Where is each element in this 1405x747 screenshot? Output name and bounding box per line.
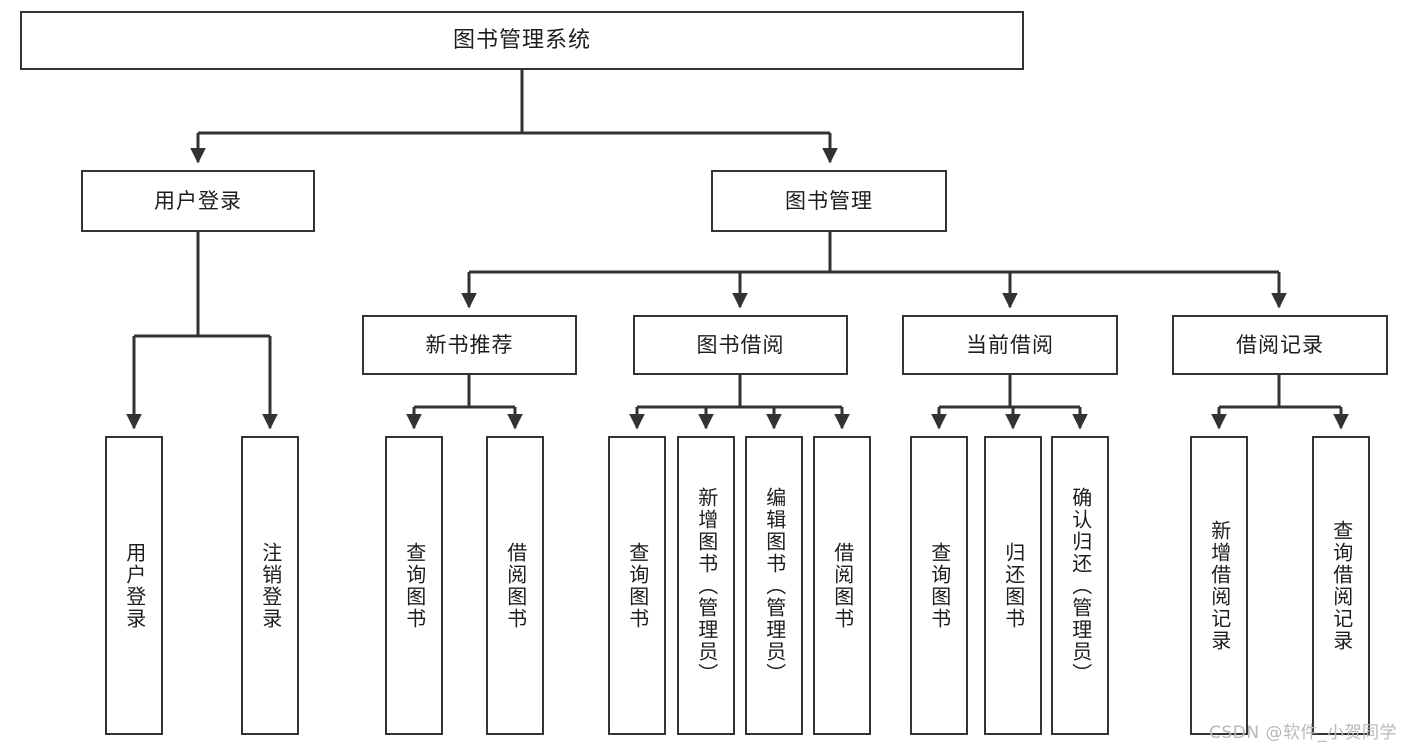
node-current-borrow[interactable]: 当前借阅 (902, 315, 1118, 375)
node-leaf-label: 查询借阅记录 (1329, 519, 1354, 652)
node-leaf-label: 新增借阅记录 (1207, 519, 1232, 652)
node-leaf-query-book-current[interactable]: 查询图书 (910, 436, 968, 735)
node-root-label: 图书管理系统 (452, 27, 591, 53)
node-leaf-label: 查询图书 (625, 541, 650, 630)
node-user-login[interactable]: 用户登录 (81, 170, 315, 232)
node-book-borrow[interactable]: 图书借阅 (633, 315, 848, 375)
node-book-management[interactable]: 图书管理 (711, 170, 947, 232)
node-leaf-add-borrow-record[interactable]: 新增借阅记录 (1190, 436, 1248, 735)
node-leaf-label: 借阅图书 (503, 541, 528, 630)
node-leaf-borrow-book[interactable]: 借阅图书 (813, 436, 871, 735)
node-leaf-label: 查询图书 (402, 541, 427, 630)
node-leaf-label: 新增图书（管理员） (694, 486, 719, 685)
node-leaf-query-book-borrow[interactable]: 查询图书 (608, 436, 666, 735)
node-leaf-label: 注销登录 (258, 541, 283, 630)
node-leaf-label: 查询图书 (927, 541, 952, 630)
node-borrow-record[interactable]: 借阅记录 (1172, 315, 1388, 375)
node-new-book-recommend[interactable]: 新书推荐 (362, 315, 577, 375)
node-leaf-user-login[interactable]: 用户登录 (105, 436, 163, 735)
node-leaf-user-logout[interactable]: 注销登录 (241, 436, 299, 735)
node-new-book-recommend-label: 新书推荐 (425, 332, 514, 357)
node-book-borrow-label: 图书借阅 (696, 332, 785, 357)
watermark: CSDN @软件_小贺同学 (1209, 723, 1397, 743)
node-leaf-label: 确认归还（管理员） (1068, 486, 1093, 685)
node-current-borrow-label: 当前借阅 (966, 332, 1054, 357)
node-leaf-label: 归还图书 (1001, 541, 1026, 630)
node-leaf-label: 用户登录 (122, 541, 147, 630)
node-leaf-query-borrow-record[interactable]: 查询借阅记录 (1312, 436, 1370, 735)
node-borrow-record-label: 借阅记录 (1236, 332, 1324, 357)
node-leaf-label: 借阅图书 (830, 541, 855, 630)
node-root[interactable]: 图书管理系统 (20, 11, 1024, 70)
node-leaf-edit-book-admin[interactable]: 编辑图书（管理员） (745, 436, 803, 735)
node-leaf-add-book-admin[interactable]: 新增图书（管理员） (677, 436, 735, 735)
node-book-management-label: 图书管理 (785, 188, 873, 213)
node-leaf-return-book[interactable]: 归还图书 (984, 436, 1042, 735)
node-leaf-borrow-book-newbook[interactable]: 借阅图书 (486, 436, 544, 735)
node-leaf-query-book-newbook[interactable]: 查询图书 (385, 436, 443, 735)
node-leaf-confirm-return-admin[interactable]: 确认归还（管理员） (1051, 436, 1109, 735)
node-leaf-label: 编辑图书（管理员） (762, 486, 787, 685)
node-user-login-label: 用户登录 (154, 188, 242, 213)
